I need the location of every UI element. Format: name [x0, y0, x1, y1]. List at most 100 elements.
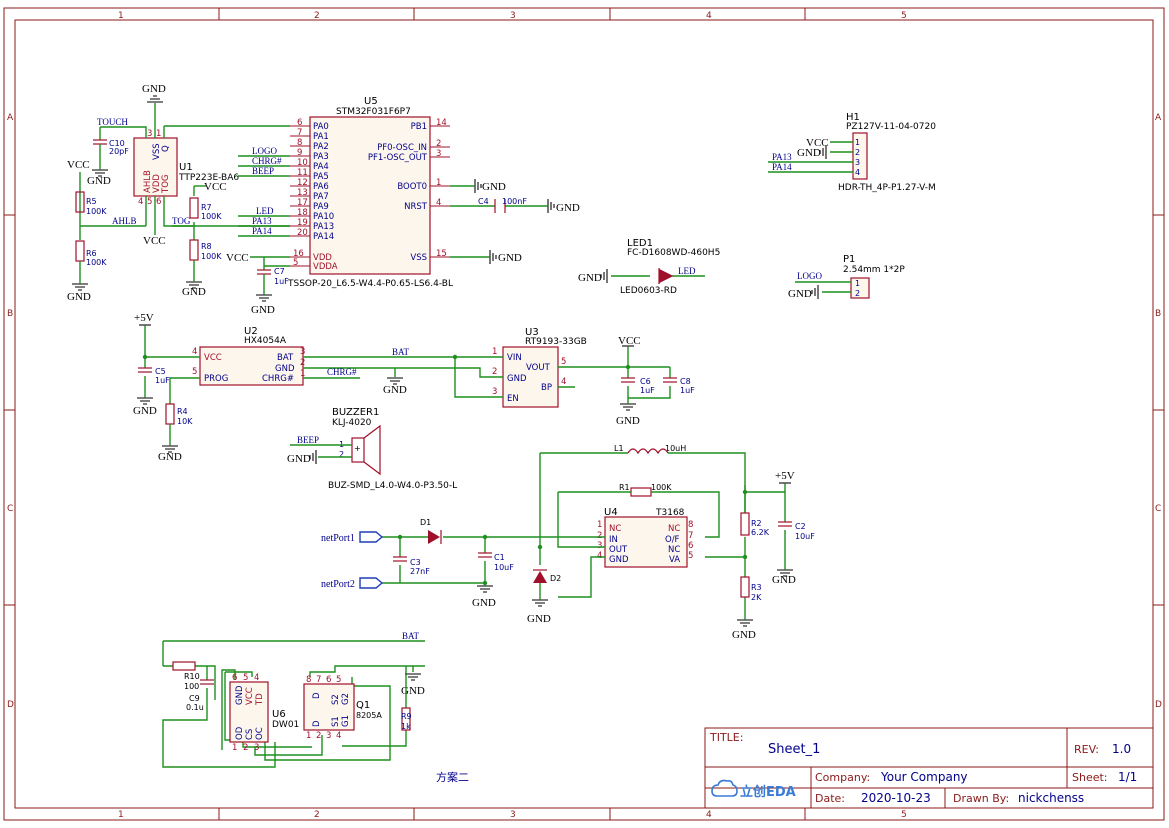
buzzer1-part: KLJ-4020	[332, 418, 372, 428]
u2-pin-num-3: 3	[300, 347, 305, 357]
q1-pin-g2: G2	[341, 693, 351, 705]
gnd-label-u1: GND	[142, 83, 166, 95]
c6-capacitor[interactable]: C6 1uF	[621, 377, 655, 395]
gnd-label-u2: GND	[383, 384, 407, 396]
c10-capacitor[interactable]: C10 20pF	[93, 127, 129, 170]
p5v-label-u2: +5V	[134, 312, 154, 324]
logo-text: 立创EDA	[740, 784, 796, 800]
r10-value: 100	[184, 682, 199, 691]
q1-pin-num-3: 3	[326, 731, 331, 741]
u5-right-name: BOOT0	[397, 182, 427, 192]
c9-capacitor[interactable]: C9 0.1u	[186, 679, 214, 712]
u3-pin-num-5: 5	[561, 357, 566, 367]
c2-ref: C2	[795, 522, 806, 531]
c3-ref: C3	[410, 558, 421, 567]
drawn-value: nickchenss	[1018, 791, 1084, 805]
u5-mcu[interactable]: U5 STM32F031F6P7 TSSOP-20_L6.5-W4.4-P0.6…	[287, 96, 453, 289]
u5-pin-num: 17	[297, 198, 308, 208]
u5-right-name: PF1-OSC_OUT	[368, 153, 428, 163]
r3-value: 2K	[751, 593, 762, 602]
led1[interactable]: LED1 FC-D1608WD-460H5 LED0603-RD LED GND	[578, 238, 720, 296]
u2-charger[interactable]: U2 HX4054A VCC PROG BAT GND CHRG# 4 5 3 …	[192, 326, 305, 386]
r8-resistor[interactable]: R8 100K	[189, 239, 222, 282]
p1-connector[interactable]: P1 2.54mm 1*2P 1 2 LOGO GND	[788, 254, 905, 300]
net-chrg-u5: CHRG#	[252, 156, 282, 166]
gnd-label-p1: GND	[788, 288, 812, 300]
gnd-label-buzzer: GND	[287, 453, 311, 465]
gnd-c4: GND	[547, 199, 580, 214]
u3-ldo[interactable]: U3 RT9193-33GB VIN GND EN VOUT BP 1 2 3 …	[483, 327, 671, 408]
u1-pin-tog: TOG	[161, 175, 171, 194]
r5-resistor[interactable]: VCC R5 100K	[67, 159, 107, 216]
u2-pin-bat: BAT	[277, 353, 294, 363]
u5-vdd-num: 16	[293, 249, 304, 259]
u5-part: STM32F031F6P7	[336, 107, 411, 117]
u6-pin-gnd: GND	[235, 685, 245, 705]
u2-wires	[144, 325, 483, 404]
zone-row-c: C	[7, 504, 13, 514]
r9-resistor[interactable]: R9 1k	[401, 707, 412, 731]
r6-ref: R6	[86, 249, 97, 258]
u5-right-name: PF0-OSC_IN	[377, 143, 427, 153]
p5v-label-boost: +5V	[775, 470, 795, 482]
r4-resistor[interactable]: R4 10K	[165, 403, 193, 446]
h1-part: PZ127V-11-04-0720	[846, 122, 936, 132]
r10-resistor[interactable]: R10 100	[172, 661, 200, 691]
r2-resistor[interactable]: R2 6.2K	[740, 512, 770, 537]
netport2[interactable]: netPort2	[321, 577, 384, 590]
u2-pin-num-4: 4	[192, 347, 197, 357]
c5-capacitor[interactable]: C5 1uF	[138, 367, 170, 385]
h1-pin-4: 4	[855, 168, 860, 177]
u6-pin-num-2: 2	[243, 743, 248, 753]
netport1[interactable]: netPort1	[321, 531, 384, 544]
u1-pin-ahlb: AHLB	[143, 170, 153, 193]
company-value: Your Company	[880, 770, 968, 784]
zone-col-5-bottom: 5	[901, 810, 907, 820]
c3-capacitor[interactable]: C3 27nF	[393, 556, 430, 576]
net-chrg-u2: CHRG#	[327, 367, 357, 377]
c2-capacitor[interactable]: C2 10uF	[778, 521, 815, 541]
buzzer1[interactable]: BUZZER1 KLJ-4020 1 2 + BEEP GND BUZ-SMD_…	[287, 407, 457, 491]
u4-pin-num-7: 7	[688, 531, 693, 541]
p1-part: 2.54mm 1*2P	[843, 265, 905, 275]
gnd-u2: GND	[383, 377, 407, 396]
c4-capacitor[interactable]: C4 100nF	[478, 197, 527, 213]
gnd-c5: GND	[133, 397, 157, 417]
h1-header[interactable]: H1 PZ127V-11-04-0720 HDR-TH_4P-P1.27-V-M…	[768, 112, 936, 193]
d1-diode[interactable]: D1	[420, 518, 442, 544]
u6-protection-ic[interactable]: U6 DW01 GND VCC TD OD CS OC 6 5 4 1 2 3	[229, 673, 299, 753]
r7-resistor[interactable]: VCC R7 100K	[189, 181, 227, 221]
led1-ref: LED1	[627, 238, 653, 249]
u5-pin-name: PA10	[313, 212, 334, 222]
q1-mosfet[interactable]: Q1 8205A D S2 G2 D S1 G1 8 7 6 5 1 2 3 4	[303, 675, 382, 741]
u5-pin-num: 12	[297, 178, 308, 188]
r3-resistor[interactable]: R3 2K	[740, 576, 762, 602]
u5-right-pins: 14PB12PF0-OSC_IN3PF1-OSC_OUT1BOOT04NRST1…	[368, 118, 450, 263]
u1-pin-vss: VSS	[152, 143, 162, 160]
u5-right-name: PB1	[411, 122, 427, 132]
c7-capacitor[interactable]: C7 1uF	[257, 266, 289, 295]
l1-inductor[interactable]: L1 10uH	[614, 444, 686, 455]
u3-pin-bp: BP	[541, 383, 552, 393]
d2-diode[interactable]: D2	[533, 569, 561, 583]
u4-boost-ic[interactable]: U4 T3168 NC IN OUT GND NC O/F NC VA 1 2 …	[597, 507, 693, 568]
u3-pin-num-3: 3	[492, 387, 497, 397]
c1-capacitor[interactable]: C1 10uF	[478, 552, 514, 572]
u6-pin-num-3: 3	[254, 743, 259, 753]
u1-touch-ic[interactable]: U1 TTP223E-BA6 AHLB VDD TOG VSS Q 4 5 6 …	[133, 129, 239, 207]
h1-pin-3: 3	[855, 158, 860, 167]
zone-col-4-bottom: 4	[706, 810, 712, 820]
r1-resistor[interactable]: R1 100K	[619, 483, 672, 497]
net-pa14-h1: PA14	[772, 162, 792, 172]
zone-row-b-right: B	[1155, 309, 1161, 319]
zone-col-2: 2	[314, 11, 320, 21]
buzzer1-package: BUZ-SMD_L4.0-W4.0-P3.50-L	[328, 481, 457, 491]
r6-resistor[interactable]: R6 100K	[75, 240, 107, 284]
r9-ref: R9	[401, 712, 412, 721]
c8-capacitor[interactable]: C8 1uF	[663, 377, 695, 395]
u6-pin-od: OD	[235, 726, 245, 740]
u2-pin-num-2: 2	[300, 358, 305, 368]
r2-value: 6.2K	[751, 528, 770, 537]
u4-ref: U4	[604, 507, 618, 518]
u5-pin-num: 11	[297, 168, 308, 178]
